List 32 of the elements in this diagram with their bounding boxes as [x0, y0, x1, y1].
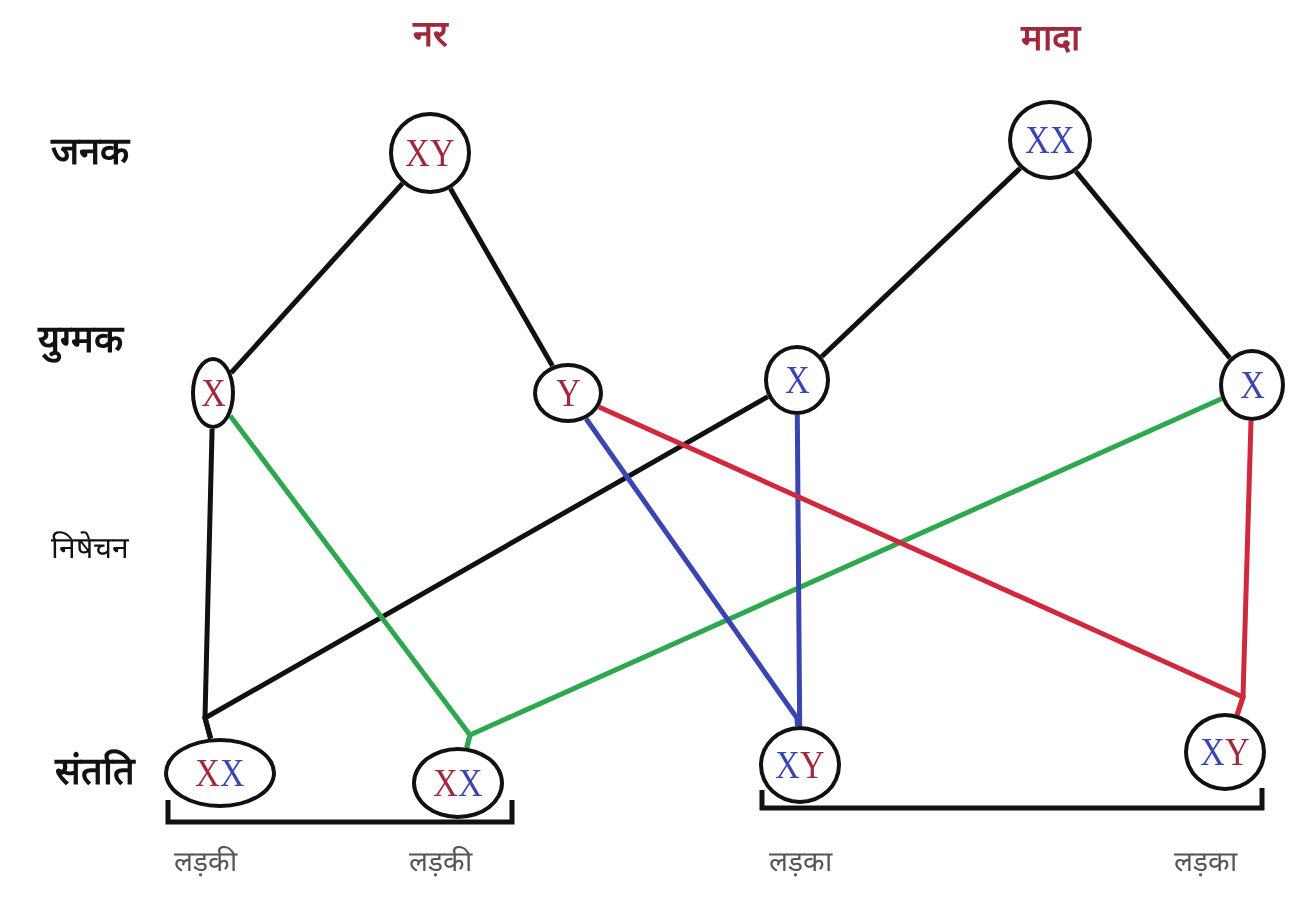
connector-line: [1073, 169, 1232, 360]
column-heading: नर: [412, 12, 448, 56]
genotype-circle: [1184, 713, 1266, 791]
genotype-circle: [412, 747, 504, 819]
connector-line: [1234, 420, 1254, 716]
genotype-text: XX: [1025, 120, 1075, 160]
offspring-label: लड़का: [768, 845, 832, 879]
genotype-circle: [1219, 349, 1285, 421]
connector-line: [819, 166, 1022, 359]
connector-line: [202, 394, 770, 740]
genotype-circle: [191, 357, 235, 429]
genotype-text: X: [1239, 365, 1265, 405]
connector-line: [464, 396, 1223, 749]
genotype-circle: [764, 345, 830, 415]
genotype-text: X: [784, 360, 810, 400]
offspring-label: लड़की: [173, 845, 237, 879]
connector-line: [794, 414, 803, 727]
connector-line: [584, 417, 800, 727]
row-label: युग्मक: [37, 317, 123, 363]
genotype-text: Y: [555, 373, 581, 413]
genotype-circle: [533, 363, 603, 423]
connector-line: [229, 181, 405, 375]
genotype-circle: [164, 738, 276, 808]
row-label: निषेचन: [51, 530, 129, 566]
genotype-text: XY: [405, 133, 455, 173]
connector-line: [448, 187, 555, 368]
genotype-circle: [759, 726, 841, 804]
row-label: जनक: [51, 129, 129, 175]
genotype-text: X: [200, 373, 226, 413]
row-label: संतति: [55, 749, 135, 795]
offspring-label: लड़का: [1173, 845, 1237, 879]
column-heading: मादा: [1020, 16, 1080, 60]
